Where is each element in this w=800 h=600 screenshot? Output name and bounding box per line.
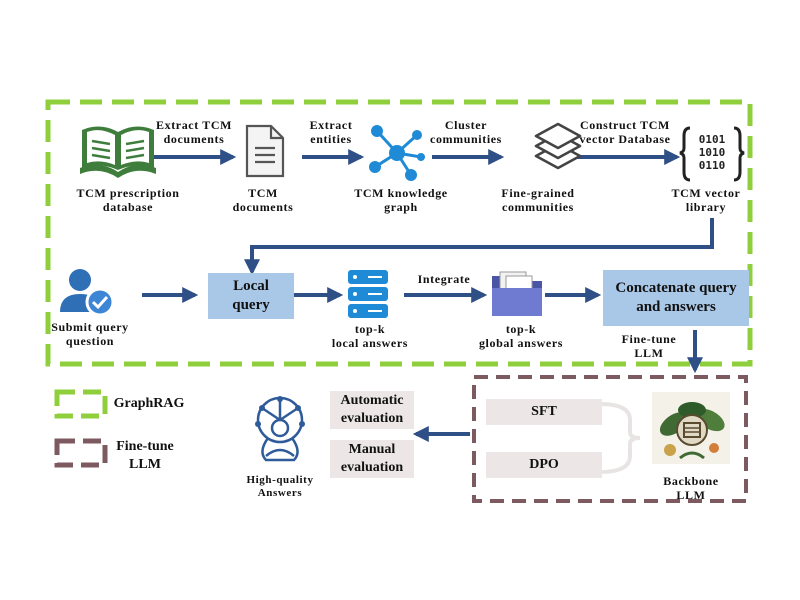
layers-icon (534, 122, 582, 170)
local-query-box: Local query (208, 273, 294, 319)
svg-text:1010: 1010 (699, 146, 726, 159)
binary-database-icon: 0101 1010 0110 (679, 126, 745, 182)
svg-text:0110: 0110 (699, 159, 726, 172)
brace-icon (599, 402, 641, 474)
knowledge-graph-icon (369, 125, 425, 181)
node-label-vector-library: TCM vector library (671, 186, 741, 214)
arrow-label-cluster: Cluster communities (430, 118, 502, 146)
book-icon (80, 126, 156, 178)
legend-label-graphrag: GraphRAG (113, 396, 185, 411)
label-global-answers: top-k global answers (478, 322, 564, 350)
legend-graphrag-swatch (54, 389, 108, 419)
concatenate-box: Concatenate query and answers (603, 270, 749, 326)
graphrag-frame (45, 99, 753, 367)
node-label-prescription-db: TCM prescription database (76, 186, 180, 214)
label-local-answers: top-k local answers (331, 322, 409, 350)
label-backbone-llm: Backbone LLM (663, 474, 719, 502)
backbone-llm-icon (652, 392, 730, 464)
user-check-icon (60, 269, 115, 317)
svg-text:0101: 0101 (699, 133, 726, 146)
node-label-documents: TCM documents (232, 186, 294, 214)
arrow-label-finetune: Fine-tune LLM (621, 332, 677, 360)
sft-box: SFT (486, 399, 602, 425)
server-icon (348, 270, 388, 318)
dpo-box: DPO (486, 452, 602, 478)
node-label-communities: Fine-grained communities (501, 186, 575, 214)
label-submit-query: Submit query question (51, 320, 129, 348)
legend-finetune-swatch (54, 438, 108, 468)
arrow-vec-to-localquery (244, 218, 714, 276)
node-label-knowledge-graph: TCM knowledge graph (354, 186, 448, 214)
automatic-eval-box: Automatic evaluation (330, 391, 414, 429)
legend-label-finetune: Fine-tune LLM (116, 439, 174, 472)
arrow-label-extract-entities: Extract entities (309, 118, 353, 146)
finetune-frame (472, 375, 748, 503)
manual-eval-box: Manual evaluation (330, 440, 414, 478)
document-icon (245, 124, 285, 178)
arrow-label-integrate: Integrate (417, 272, 471, 286)
folder-icon (492, 271, 542, 316)
arrow-label-construct: Construct TCM vector Database (579, 118, 671, 146)
brain-network-icon (255, 396, 305, 462)
arrow-label-extract-docs: Extract TCM documents (155, 118, 233, 146)
label-high-quality: High-quality Answers (246, 474, 314, 499)
